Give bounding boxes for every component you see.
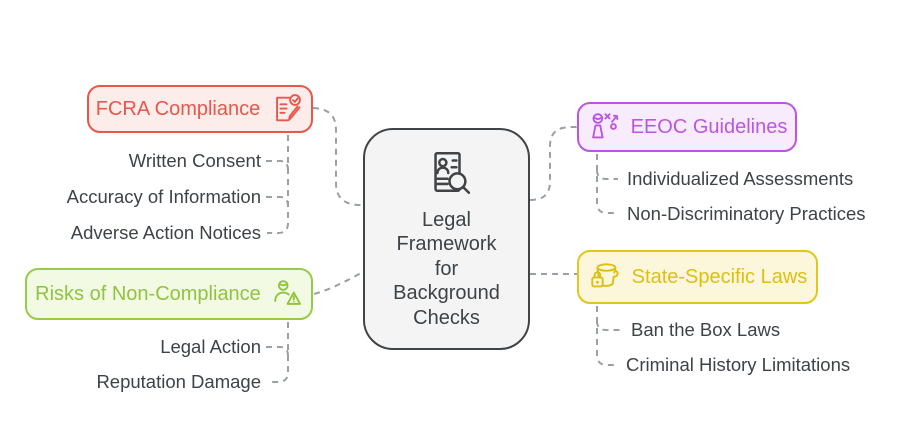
connector-risks-to-center — [313, 271, 364, 295]
branch-state-label: State-Specific Laws — [631, 265, 808, 288]
leaf-adverse-action-notices: Adverse Action Notices — [70, 222, 261, 243]
connector-stub-accuracy — [266, 196, 289, 207]
leaf-ban-the-box-laws: Ban the Box Laws — [631, 319, 781, 340]
branch-risks-label: Risks of Non-Compliance — [35, 282, 261, 305]
branch-risks-of-non-compliance: Risks of Non-Compliance — [25, 268, 313, 320]
connector-center-to-eeoc — [529, 126, 577, 201]
leaf-legal-action: Legal Action — [160, 336, 261, 357]
bucket-padlock-icon — [590, 263, 619, 288]
branch-eeoc-guidelines: EEOC Guidelines — [577, 102, 797, 152]
branch-eeoc-label: EEOC Guidelines — [630, 115, 788, 138]
leaf-reputation-damage: Reputation Damage — [96, 371, 261, 392]
connector-stub-ban-the-box — [596, 320, 620, 331]
connector-fcra-to-center — [312, 107, 363, 206]
connector-stub-legal-action — [266, 346, 289, 357]
connector-risks-trunk — [268, 322, 289, 383]
center-node-title: Legal Framework for Background Checks — [393, 208, 500, 329]
connector-eeoc-trunk — [596, 154, 617, 214]
document-signing-check-icon — [276, 94, 302, 122]
connector-fcra-trunk — [267, 135, 289, 234]
leaf-written-consent: Written Consent — [128, 150, 261, 171]
connector-stub-individualized — [596, 169, 618, 180]
person-warning-icon — [274, 280, 301, 305]
background-check-document-icon — [433, 151, 470, 194]
connector-state-trunk — [596, 306, 617, 366]
leaf-accuracy-of-information: Accuracy of Information — [66, 186, 261, 207]
person-strategy-icon — [591, 113, 618, 139]
leaf-non-discriminatory-practices: Non-Discriminatory Practices — [627, 203, 866, 224]
center-node: Legal Framework for Background Checks — [363, 128, 530, 350]
branch-fcra-label: FCRA Compliance — [95, 97, 261, 120]
leaf-criminal-history-limitations: Criminal History Limitations — [626, 354, 851, 375]
branch-fcra-compliance: FCRA Compliance — [87, 85, 313, 133]
branch-state-specific-laws: State-Specific Laws — [577, 250, 818, 304]
leaf-individualized-assessments: Individualized Assessments — [627, 168, 854, 189]
connector-stub-written-consent — [266, 160, 289, 171]
